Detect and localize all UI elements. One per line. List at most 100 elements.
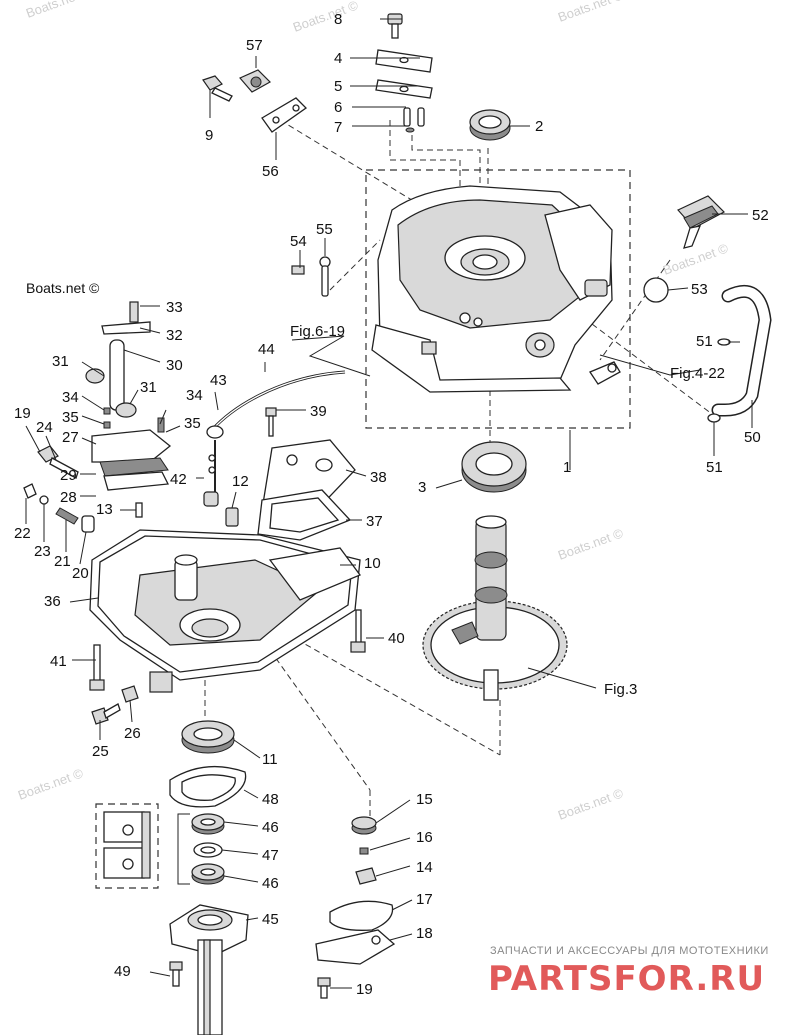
crankcase-cover: [371, 185, 621, 393]
fig4-reference-line: [599, 354, 701, 376]
gasket-37: [257, 489, 352, 541]
callout-33: 33: [166, 299, 183, 316]
branding-tagline: ЗАПЧАСТИ И АКСЕССУАРЫ ДЛЯ МОТОТЕХНИКИ: [490, 945, 769, 957]
callout-53: 53: [691, 281, 708, 298]
bolt-41: [89, 644, 105, 691]
crankcase-cover-group-box: [365, 169, 631, 429]
callout-7: 7: [334, 119, 342, 136]
callout-26: 26: [124, 725, 141, 742]
seal-46-lower: [191, 863, 225, 885]
hose-parts-left: [23, 445, 143, 533]
dipstick-55: [319, 256, 331, 297]
bolt-9: [202, 75, 233, 102]
callout-34-right: 34: [186, 387, 203, 404]
breather-plate-stack: [375, 13, 433, 133]
callout-12: 12: [232, 473, 249, 490]
callout-46-upper: 46: [262, 819, 279, 836]
callout-16: 16: [416, 829, 433, 846]
oil-filler-cap-52: [677, 195, 725, 249]
callout-6: 6: [334, 99, 342, 116]
figure-ref-4-22: Fig.4-22: [670, 365, 725, 382]
callout-9: 9: [205, 127, 213, 144]
callout-32: 32: [166, 327, 183, 344]
callout-15: 15: [416, 791, 433, 808]
callout-13: 13: [96, 501, 113, 518]
figure-ref-6-19: Fig.6-19: [290, 323, 345, 340]
breather-hose-50: [711, 285, 772, 417]
callout-25: 25: [92, 743, 109, 760]
callout-23: 23: [34, 543, 51, 560]
callout-labels: 8 4 5 6 7 2 9 57 56 1 3 52 53 51 50 51 5…: [14, 11, 769, 998]
callout-30: 30: [166, 357, 183, 374]
callout-37: 37: [366, 513, 383, 530]
callout-21: 21: [54, 553, 71, 570]
spacer-47: [193, 842, 223, 858]
watermark: Boats.net ©: [556, 525, 626, 563]
callout-40: 40: [388, 630, 405, 647]
watermark: Boats.net ©: [556, 785, 626, 823]
clamp-57: [239, 69, 271, 93]
callout-20: 20: [72, 565, 89, 582]
callout-24: 24: [36, 419, 53, 436]
watermark: Boats.net ©: [661, 240, 731, 278]
watermark: Boats.net ©: [556, 0, 626, 25]
callout-57: 57: [246, 37, 263, 54]
callout-48: 48: [262, 791, 279, 808]
watermark: Boats.net ©: [16, 765, 86, 803]
bolt-49: [169, 961, 183, 987]
callout-28: 28: [60, 489, 77, 506]
callout-51-upper: 51: [696, 333, 713, 350]
callout-14: 14: [416, 859, 433, 876]
callout-11: 11: [262, 751, 278, 768]
bolt-54: [291, 265, 305, 275]
watermark: Boats.net ©: [24, 0, 94, 21]
callout-56: 56: [262, 163, 279, 180]
hose-clip-51: [707, 413, 721, 423]
governor-parts: [315, 816, 396, 999]
callout-22: 22: [14, 525, 31, 542]
callout-54: 54: [290, 233, 307, 250]
gasket-48: [169, 766, 247, 808]
callout-3: 3: [418, 479, 426, 496]
camshaft-gear: [422, 515, 568, 701]
breather-assembly: [85, 301, 172, 491]
oil-seal-11: [181, 720, 235, 754]
bearing-3: [461, 441, 527, 493]
callout-52: 52: [752, 207, 769, 224]
watermark: Boats.net ©: [26, 280, 100, 296]
callout-31-left: 31: [52, 353, 69, 370]
bracket-56: [261, 97, 308, 133]
callout-38: 38: [370, 469, 387, 486]
callout-34-left: 34: [62, 389, 79, 406]
seal-orientation-inset: [95, 803, 159, 889]
site-branding: ЗАПЧАСТИ И АКСЕССУАРЫ ДЛЯ МОТОТЕХНИКИ PA…: [488, 945, 769, 999]
callout-27: 27: [62, 429, 79, 446]
callout-29: 29: [60, 467, 77, 484]
callout-42: 42: [170, 471, 187, 488]
callout-41: 41: [50, 653, 67, 670]
callout-31-right: 31: [140, 379, 157, 396]
watermark: Boats.net ©: [291, 0, 361, 35]
callout-47: 47: [262, 847, 279, 864]
callout-8: 8: [334, 11, 342, 28]
extension-shaft-45: [169, 904, 249, 1035]
o-ring-53: [643, 277, 669, 303]
callout-35-right: 35: [184, 415, 201, 432]
leader-lines: [25, 18, 753, 989]
bracket-line: [177, 813, 190, 885]
callout-4: 4: [334, 50, 342, 67]
oil-seal-top: [469, 109, 511, 141]
callout-44: 44: [258, 341, 275, 358]
seal-46-upper: [191, 813, 225, 835]
crankcase-base: [89, 529, 362, 693]
callout-39: 39: [310, 403, 327, 420]
washer-26: [121, 685, 139, 703]
figure-ref-3: Fig.3: [604, 681, 637, 698]
callout-10: 10: [364, 555, 381, 572]
callout-50: 50: [744, 429, 761, 446]
callout-19-left: 19: [14, 405, 31, 422]
callout-49: 49: [114, 963, 131, 980]
branding-logo: PARTSFOR.RU: [488, 959, 765, 999]
callout-43: 43: [210, 372, 227, 389]
callout-17: 17: [416, 891, 433, 908]
